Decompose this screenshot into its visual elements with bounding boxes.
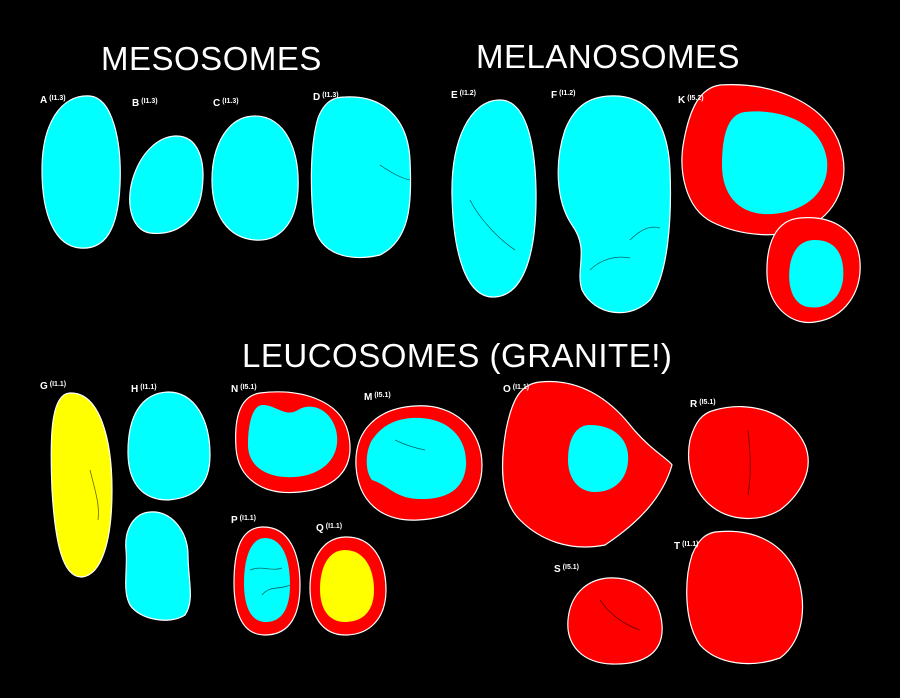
label-e: E(I1.2) [451, 90, 477, 101]
grain-e [451, 99, 537, 298]
grain-p-core [244, 538, 290, 622]
heading-leucosomes: LEUCOSOMES (GRANITE!) [242, 337, 673, 374]
label-k: K(I5.2) [678, 95, 704, 106]
grain-d [310, 96, 412, 259]
label-n: N(I5.1) [231, 384, 257, 395]
grain-n-core [248, 404, 338, 478]
label-a: A(I1.3) [40, 95, 66, 106]
grain-fractures [89, 164, 751, 631]
grain-h [127, 391, 211, 501]
label-p: P(I1.1) [231, 515, 257, 526]
grain-m-core [366, 417, 467, 500]
label-d: D(I1.3) [313, 92, 339, 103]
label-o: O(I1.1) [503, 384, 530, 395]
grain-c [211, 115, 299, 241]
label-g: G(I1.1) [40, 381, 67, 392]
label-c: C(I1.3) [213, 98, 239, 109]
label-f: F(I1.2) [551, 90, 576, 101]
grain-k-core [722, 111, 828, 215]
grain-t [686, 530, 804, 665]
heading-melanosomes: MELANOSOMES [476, 38, 741, 75]
grain-a [41, 95, 121, 249]
heading-mesosomes: MESOSOMES [101, 40, 322, 77]
label-h: H(I1.1) [131, 384, 157, 395]
label-s: S(I5.1) [554, 564, 580, 575]
label-b: B(I1.3) [132, 98, 158, 109]
grain-h2 [125, 511, 191, 621]
label-r: R(I5.1) [690, 399, 716, 410]
grain-q-core [320, 550, 374, 622]
grain-r [688, 406, 809, 520]
label-q: Q(I1.1) [316, 523, 343, 534]
grain-b [129, 135, 204, 234]
label-t: T(I1.1) [674, 541, 699, 552]
grain-s [567, 577, 663, 665]
grain-k2-core [789, 240, 844, 308]
grain-f [557, 95, 672, 314]
grain-o-core [568, 425, 629, 492]
label-m: M(I5.1) [364, 392, 391, 403]
grain-g [50, 392, 113, 578]
